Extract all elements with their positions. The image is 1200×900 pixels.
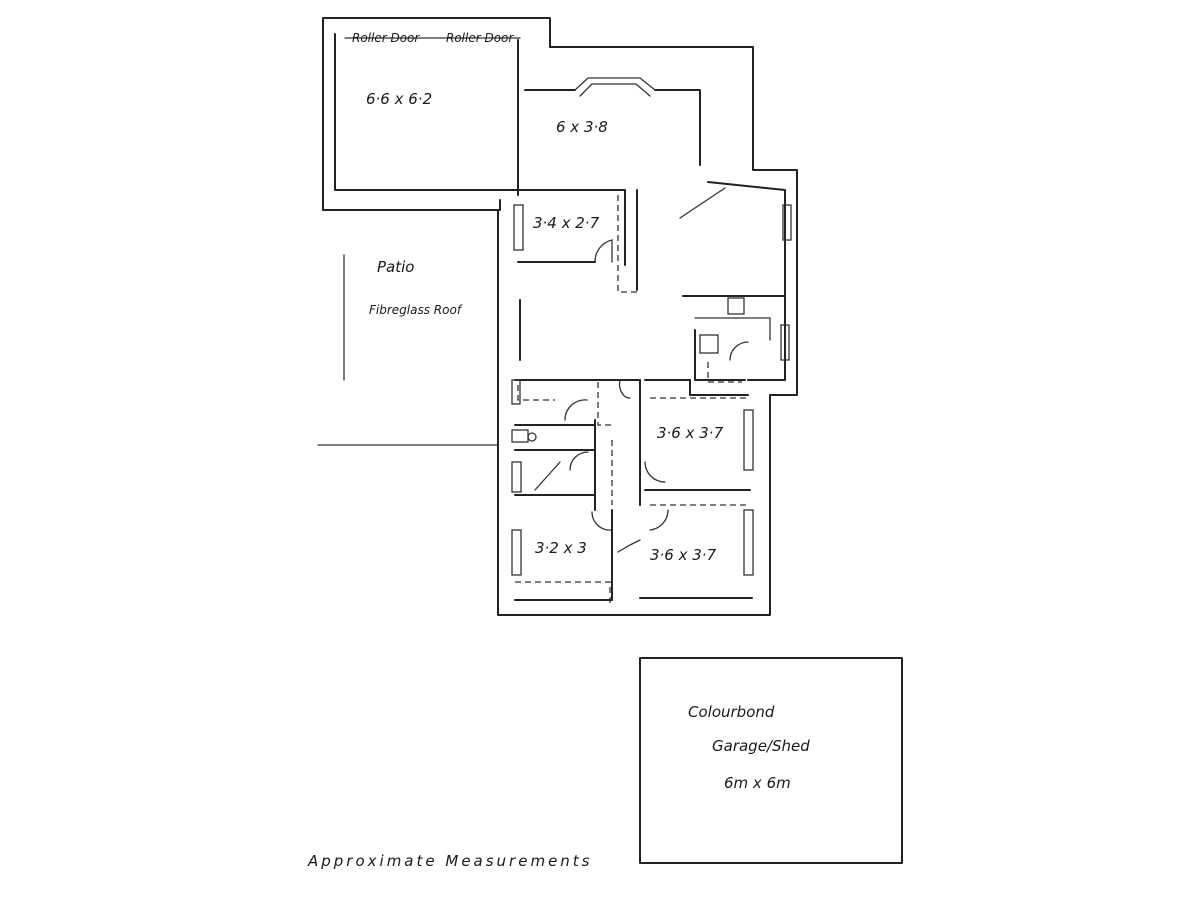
living-wall-right xyxy=(654,89,701,166)
roller-door-left-label: Roller Door xyxy=(352,31,420,45)
robe-bottom-left xyxy=(515,581,611,605)
patio-roof-label: Fibreglass Roof xyxy=(369,303,463,317)
hall-door-arc xyxy=(618,379,631,399)
cooktop-icon xyxy=(727,297,745,315)
linen-cupboard xyxy=(597,382,612,426)
shed-outline xyxy=(639,657,903,864)
hall-door-right xyxy=(649,509,669,531)
bath-tub xyxy=(517,385,555,401)
window-mid-right xyxy=(743,409,754,471)
bedroom-mid-right-top xyxy=(644,379,749,396)
bedroom-bottom-right: 3·6 x 3·7 xyxy=(514,509,754,601)
patio: Patio Fibreglass Roof xyxy=(317,254,499,446)
bedroom-top-left-door xyxy=(594,239,613,263)
bedroom-mid-right: 3·6 x 3·7 xyxy=(644,379,754,506)
hallway xyxy=(591,379,669,531)
house-outer-wall xyxy=(497,46,798,616)
window-bottom-left xyxy=(511,529,522,576)
laundry-cupboard xyxy=(707,362,742,383)
window-bottom-right xyxy=(743,509,754,576)
approximate-measurements-note: Approximate Measurements xyxy=(307,852,593,870)
kitchen-bench xyxy=(694,317,771,341)
bedroom-bottom-left: 3·2 x 3 xyxy=(511,509,613,605)
entry-door-swing xyxy=(679,187,726,219)
toilet-icon xyxy=(511,429,529,443)
window-bathroom xyxy=(511,461,522,493)
garage-dimensions: 6·6 x 6·2 xyxy=(366,90,432,108)
room-label-bedroom-bottom-right: 3·6 x 3·7 xyxy=(650,546,717,564)
room-label-living: 6 x 3·8 xyxy=(556,118,608,136)
window-right-kitchen xyxy=(780,324,790,361)
roller-door-right-label: Roller Door xyxy=(446,31,514,45)
fireplace xyxy=(574,77,656,91)
kitchen-right-wall xyxy=(707,181,786,381)
shed: Colourbond Garage/Shed 6m x 6m xyxy=(639,657,903,864)
patio-title: Patio xyxy=(377,258,414,276)
room-label-bedroom-top-left: 3·4 x 2·7 xyxy=(533,214,600,232)
room-label-bedroom-bottom-left: 3·2 x 3 xyxy=(535,539,587,557)
sink-icon xyxy=(699,334,719,354)
kitchen xyxy=(682,295,786,383)
bedroom-mid-right-door xyxy=(644,461,666,483)
robe-top-left xyxy=(617,195,640,293)
shower-line xyxy=(534,461,561,491)
room-label-bedroom-mid-right: 3·6 x 3·7 xyxy=(657,424,724,442)
hall-door-left xyxy=(591,511,613,531)
shed-label-line3: 6m x 6m xyxy=(724,774,791,792)
bedroom-top-left-walls xyxy=(517,189,626,266)
laundry-walls xyxy=(694,329,746,381)
basin-icon xyxy=(527,432,537,442)
shed-label-line2: Garage/Shed xyxy=(712,737,810,755)
window-top-left xyxy=(513,204,524,251)
garage-outer-wall xyxy=(322,17,551,211)
bedroom-top-left: 3·4 x 2·7 xyxy=(513,189,640,293)
window-right-top xyxy=(782,204,792,241)
garage-inner-wall xyxy=(334,33,519,191)
bathroom-zone xyxy=(511,379,641,496)
garage: Roller Door Roller Door 6·6 x 6·2 xyxy=(322,17,551,211)
window-bath-top xyxy=(511,379,521,405)
bathroom-door xyxy=(564,399,588,421)
fireplace-hearth xyxy=(579,83,651,97)
wc-door xyxy=(569,451,589,471)
laundry-door xyxy=(729,341,749,361)
shed-label-line1: Colourbond xyxy=(688,703,775,721)
house-outline xyxy=(497,46,798,616)
door-bottom-right xyxy=(617,539,641,553)
